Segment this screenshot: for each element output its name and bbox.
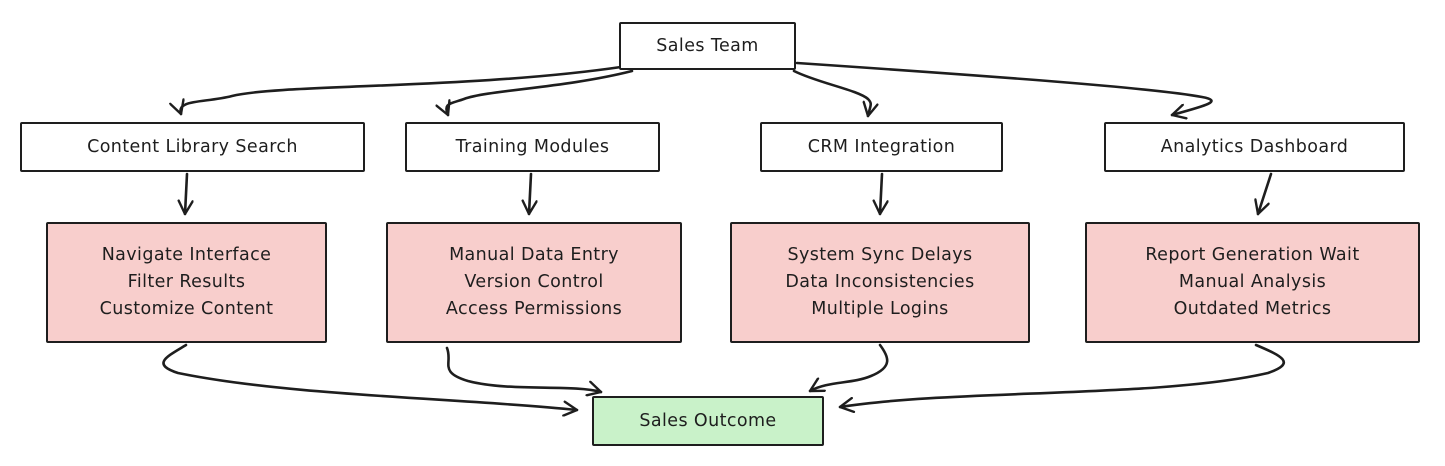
arrow-sales-team-to-content-library-search <box>180 65 623 116</box>
pain-line: Customize Content <box>99 299 274 319</box>
node-pain-analytics: Report Generation Wait Manual Analysis O… <box>1085 222 1420 343</box>
node-pain-training: Manual Data Entry Version Control Access… <box>386 222 682 343</box>
node-crm-integration-label: CRM Integration <box>807 136 956 157</box>
node-training-modules: Training Modules <box>405 122 660 172</box>
arrow-sales-team-to-analytics-dashboard <box>795 61 1213 115</box>
arrow-pain-3-to-sales-outcome <box>808 343 889 393</box>
pain-line: Multiple Logins <box>811 299 949 319</box>
pain-line: Access Permissions <box>445 299 623 319</box>
pain-line: Filter Results <box>127 272 246 292</box>
node-content-library-search: Content Library Search <box>20 122 365 172</box>
pain-line: Report Generation Wait <box>1145 245 1360 265</box>
node-pain-content-library: Navigate Interface Filter Results Custom… <box>46 222 327 343</box>
node-analytics-dashboard-label: Analytics Dashboard <box>1160 136 1349 157</box>
pain-line: System Sync Delays <box>787 245 973 265</box>
arrow-pain-4-to-sales-outcome <box>838 343 1285 407</box>
node-sales-team: Sales Team <box>619 22 796 70</box>
pain-line: Manual Analysis <box>1178 272 1327 292</box>
arrow-pain-2-to-sales-outcome <box>445 346 603 392</box>
arrow-content-library-search-to-pain <box>185 172 187 216</box>
arrow-sales-team-to-crm-integration <box>792 69 871 118</box>
node-training-modules-label: Training Modules <box>455 136 610 157</box>
pain-line: Navigate Interface <box>101 245 272 265</box>
pain-line: Version Control <box>464 272 604 292</box>
arrow-sales-team-to-training-modules <box>446 69 634 117</box>
node-content-library-search-label: Content Library Search <box>87 136 298 157</box>
node-sales-outcome: Sales Outcome <box>592 396 824 446</box>
node-crm-integration: CRM Integration <box>760 122 1003 172</box>
arrow-analytics-dashboard-to-pain <box>1258 172 1273 216</box>
node-pain-crm: System Sync Delays Data Inconsistencies … <box>730 222 1030 343</box>
node-analytics-dashboard: Analytics Dashboard <box>1104 122 1405 172</box>
pain-line: Outdated Metrics <box>1173 299 1332 319</box>
pain-line: Manual Data Entry <box>449 245 619 265</box>
pain-line: Data Inconsistencies <box>785 272 975 292</box>
arrow-crm-integration-to-pain <box>880 172 882 216</box>
arrow-training-modules-to-pain <box>529 172 531 216</box>
arrow-pain-1-to-sales-outcome <box>162 343 579 410</box>
node-sales-outcome-label: Sales Outcome <box>639 410 777 431</box>
node-sales-team-label: Sales Team <box>656 35 759 56</box>
